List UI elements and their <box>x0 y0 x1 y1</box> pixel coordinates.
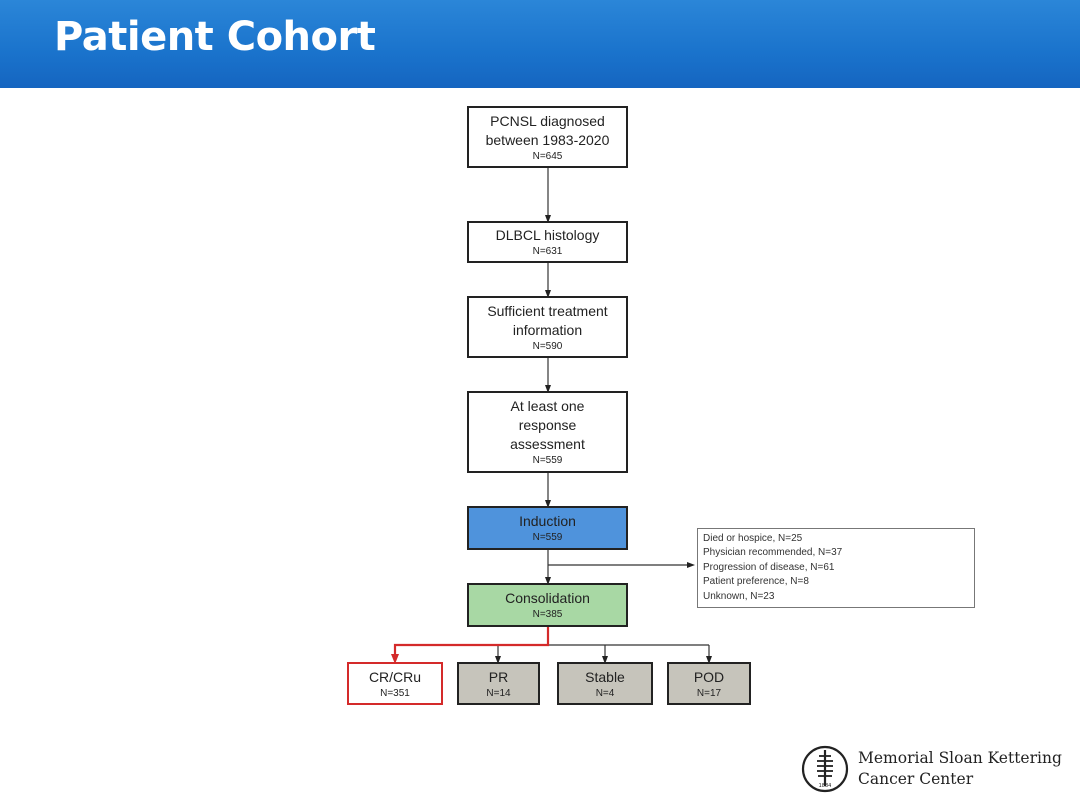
consolidation-box: Consolidation N=385 <box>467 583 628 627</box>
reason-item: Unknown, N=23 <box>703 590 775 602</box>
consolidation-label: Consolidation <box>505 590 590 606</box>
outcome-pr-box: PR N=14 <box>457 662 540 705</box>
response-line1: At least one <box>510 398 585 414</box>
outcome-cr-count: N=351 <box>380 687 410 699</box>
outcome-stable-count: N=4 <box>595 687 615 699</box>
response-count: N=559 <box>532 455 563 466</box>
treatment-line2: information <box>512 321 583 338</box>
consolidation-count: N=385 <box>532 609 563 620</box>
diagnosed-line1: PCNSL diagnosed <box>490 112 605 129</box>
outcome-pr-label: PR <box>488 668 509 685</box>
outcome-pod-box: POD N=17 <box>667 662 751 705</box>
logo-line2: Cancer Center <box>858 770 974 788</box>
treatment-count: N=590 <box>532 340 563 352</box>
outcome-pod-label: POD <box>693 668 725 685</box>
diagnosed-box: PCNSL diagnosed between 1983-2020 N=645 <box>467 106 628 168</box>
response-line3: assessment <box>510 436 585 452</box>
treatment-box: Sufficient treatment information N=590 <box>467 296 628 358</box>
reason-item: Progression of disease, N=61 <box>703 561 835 573</box>
outcome-stable-label: Stable <box>585 668 625 685</box>
induction-label: Induction <box>519 513 576 529</box>
diagnosed-count: N=645 <box>532 150 563 162</box>
induction-box: Induction N=559 <box>467 506 628 550</box>
reason-item: Died or hospice, N=25 <box>703 533 803 544</box>
treatment-line1: Sufficient treatment <box>487 302 608 319</box>
excluded-reasons-box: Died or hospice, N=25 Physician recommen… <box>697 528 975 608</box>
outcome-cr-label: CR/CRu <box>368 668 422 685</box>
reason-item: Patient preference, N=8 <box>703 576 809 588</box>
diagnosed-line2: between 1983-2020 <box>485 131 610 148</box>
logo-mark-year: 1884 <box>819 783 832 789</box>
slide-header: Patient Cohort <box>0 0 1080 88</box>
outcome-pr-count: N=14 <box>486 687 511 699</box>
histology-count: N=631 <box>532 246 563 257</box>
outcome-stable-box: Stable N=4 <box>557 662 653 705</box>
connector-to-cr <box>391 627 550 664</box>
induction-count: N=559 <box>532 532 563 543</box>
histology-box: DLBCL histology N=631 <box>467 221 628 263</box>
outcome-pod-count: N=17 <box>696 687 722 699</box>
response-line2: response <box>518 417 577 433</box>
logo-wordmark: Memorial Sloan Kettering Cancer Center <box>858 748 1062 790</box>
outcome-cr-box: CR/CRu N=351 <box>347 662 443 705</box>
slide-title: Patient Cohort <box>54 14 376 60</box>
histology-line1: DLBCL histology <box>495 227 600 243</box>
msk-logo-icon: 1884 <box>801 745 849 793</box>
logo-line1: Memorial Sloan Kettering <box>858 749 1062 767</box>
response-box: At least one response assessment N=559 <box>467 391 628 473</box>
reason-item: Physician recommended, N=37 <box>703 547 843 559</box>
